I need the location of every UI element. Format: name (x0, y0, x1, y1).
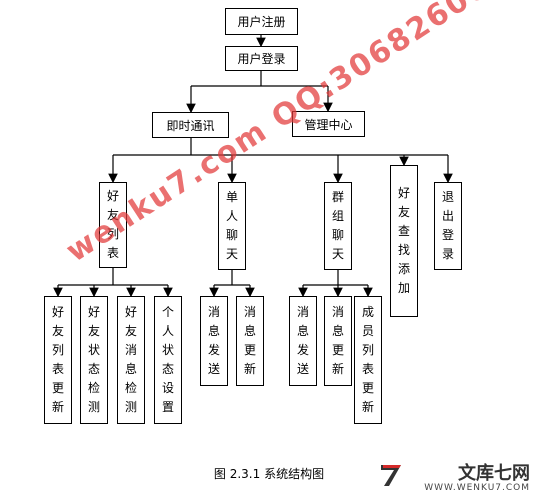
node-friend-status-check: 好友状态检测 (80, 296, 108, 424)
node-member-list-update-label: 成员列表更新 (361, 305, 374, 414)
node-single-chat-label: 单人聊天 (225, 190, 238, 261)
site-logo: 文库七网 WWW.WENKU7.COM (380, 459, 530, 493)
logo-seven-icon (381, 465, 401, 486)
node-user-login: 用户登录 (225, 46, 298, 71)
node-friend-search-add: 好友查找添加 (390, 165, 418, 317)
node-friend-list-update-label: 好友列表更新 (51, 305, 64, 414)
node-group-chat: 群组聊天 (324, 182, 352, 270)
node-friend-list: 好友列表 (99, 182, 127, 268)
node-personal-status-setting: 个人状态设置 (154, 296, 182, 424)
node-single-update-label: 消息更新 (243, 305, 256, 376)
figure-caption-text: 图 2.3.1 系统结构图 (213, 467, 325, 481)
node-member-list-update: 成员列表更新 (354, 296, 382, 424)
node-management-center: 管理中心 (292, 111, 365, 137)
node-group-update: 消息更新 (324, 296, 352, 386)
node-group-update-label: 消息更新 (331, 305, 344, 376)
node-logout-label: 退出登录 (441, 190, 454, 261)
node-friend-status-check-label: 好友状态检测 (87, 305, 100, 414)
node-group-send: 消息发送 (289, 296, 317, 386)
node-single-send: 消息发送 (200, 296, 228, 386)
node-user-login-label: 用户登录 (237, 52, 286, 66)
node-instant-messaging: 即时通讯 (152, 112, 229, 138)
node-user-register: 用户注册 (225, 8, 298, 35)
node-group-chat-label: 群组聊天 (331, 190, 344, 261)
node-friend-list-label: 好友列表 (106, 189, 119, 260)
logo-title: 文库七网 (458, 463, 530, 484)
node-friend-search-add-label: 好友查找添加 (397, 186, 410, 295)
node-single-chat: 单人聊天 (218, 182, 246, 270)
node-friend-message-check: 好友消息检测 (117, 296, 145, 424)
logo-subtitle: WWW.WENKU7.COM (424, 483, 530, 493)
node-management-center-label: 管理中心 (304, 117, 353, 132)
node-personal-status-setting-label: 个人状态设置 (161, 305, 174, 414)
node-single-update: 消息更新 (236, 296, 264, 386)
node-instant-messaging-label: 即时通讯 (166, 118, 215, 133)
figure-caption: 图 2.3.1 系统结构图 (0, 465, 538, 482)
node-friend-list-update: 好友列表更新 (44, 296, 72, 424)
node-user-register-label: 用户注册 (237, 15, 286, 29)
node-single-send-label: 消息发送 (207, 305, 220, 376)
node-friend-message-check-label: 好友消息检测 (124, 305, 137, 414)
node-logout: 退出登录 (434, 182, 462, 270)
node-group-send-label: 消息发送 (296, 305, 309, 376)
